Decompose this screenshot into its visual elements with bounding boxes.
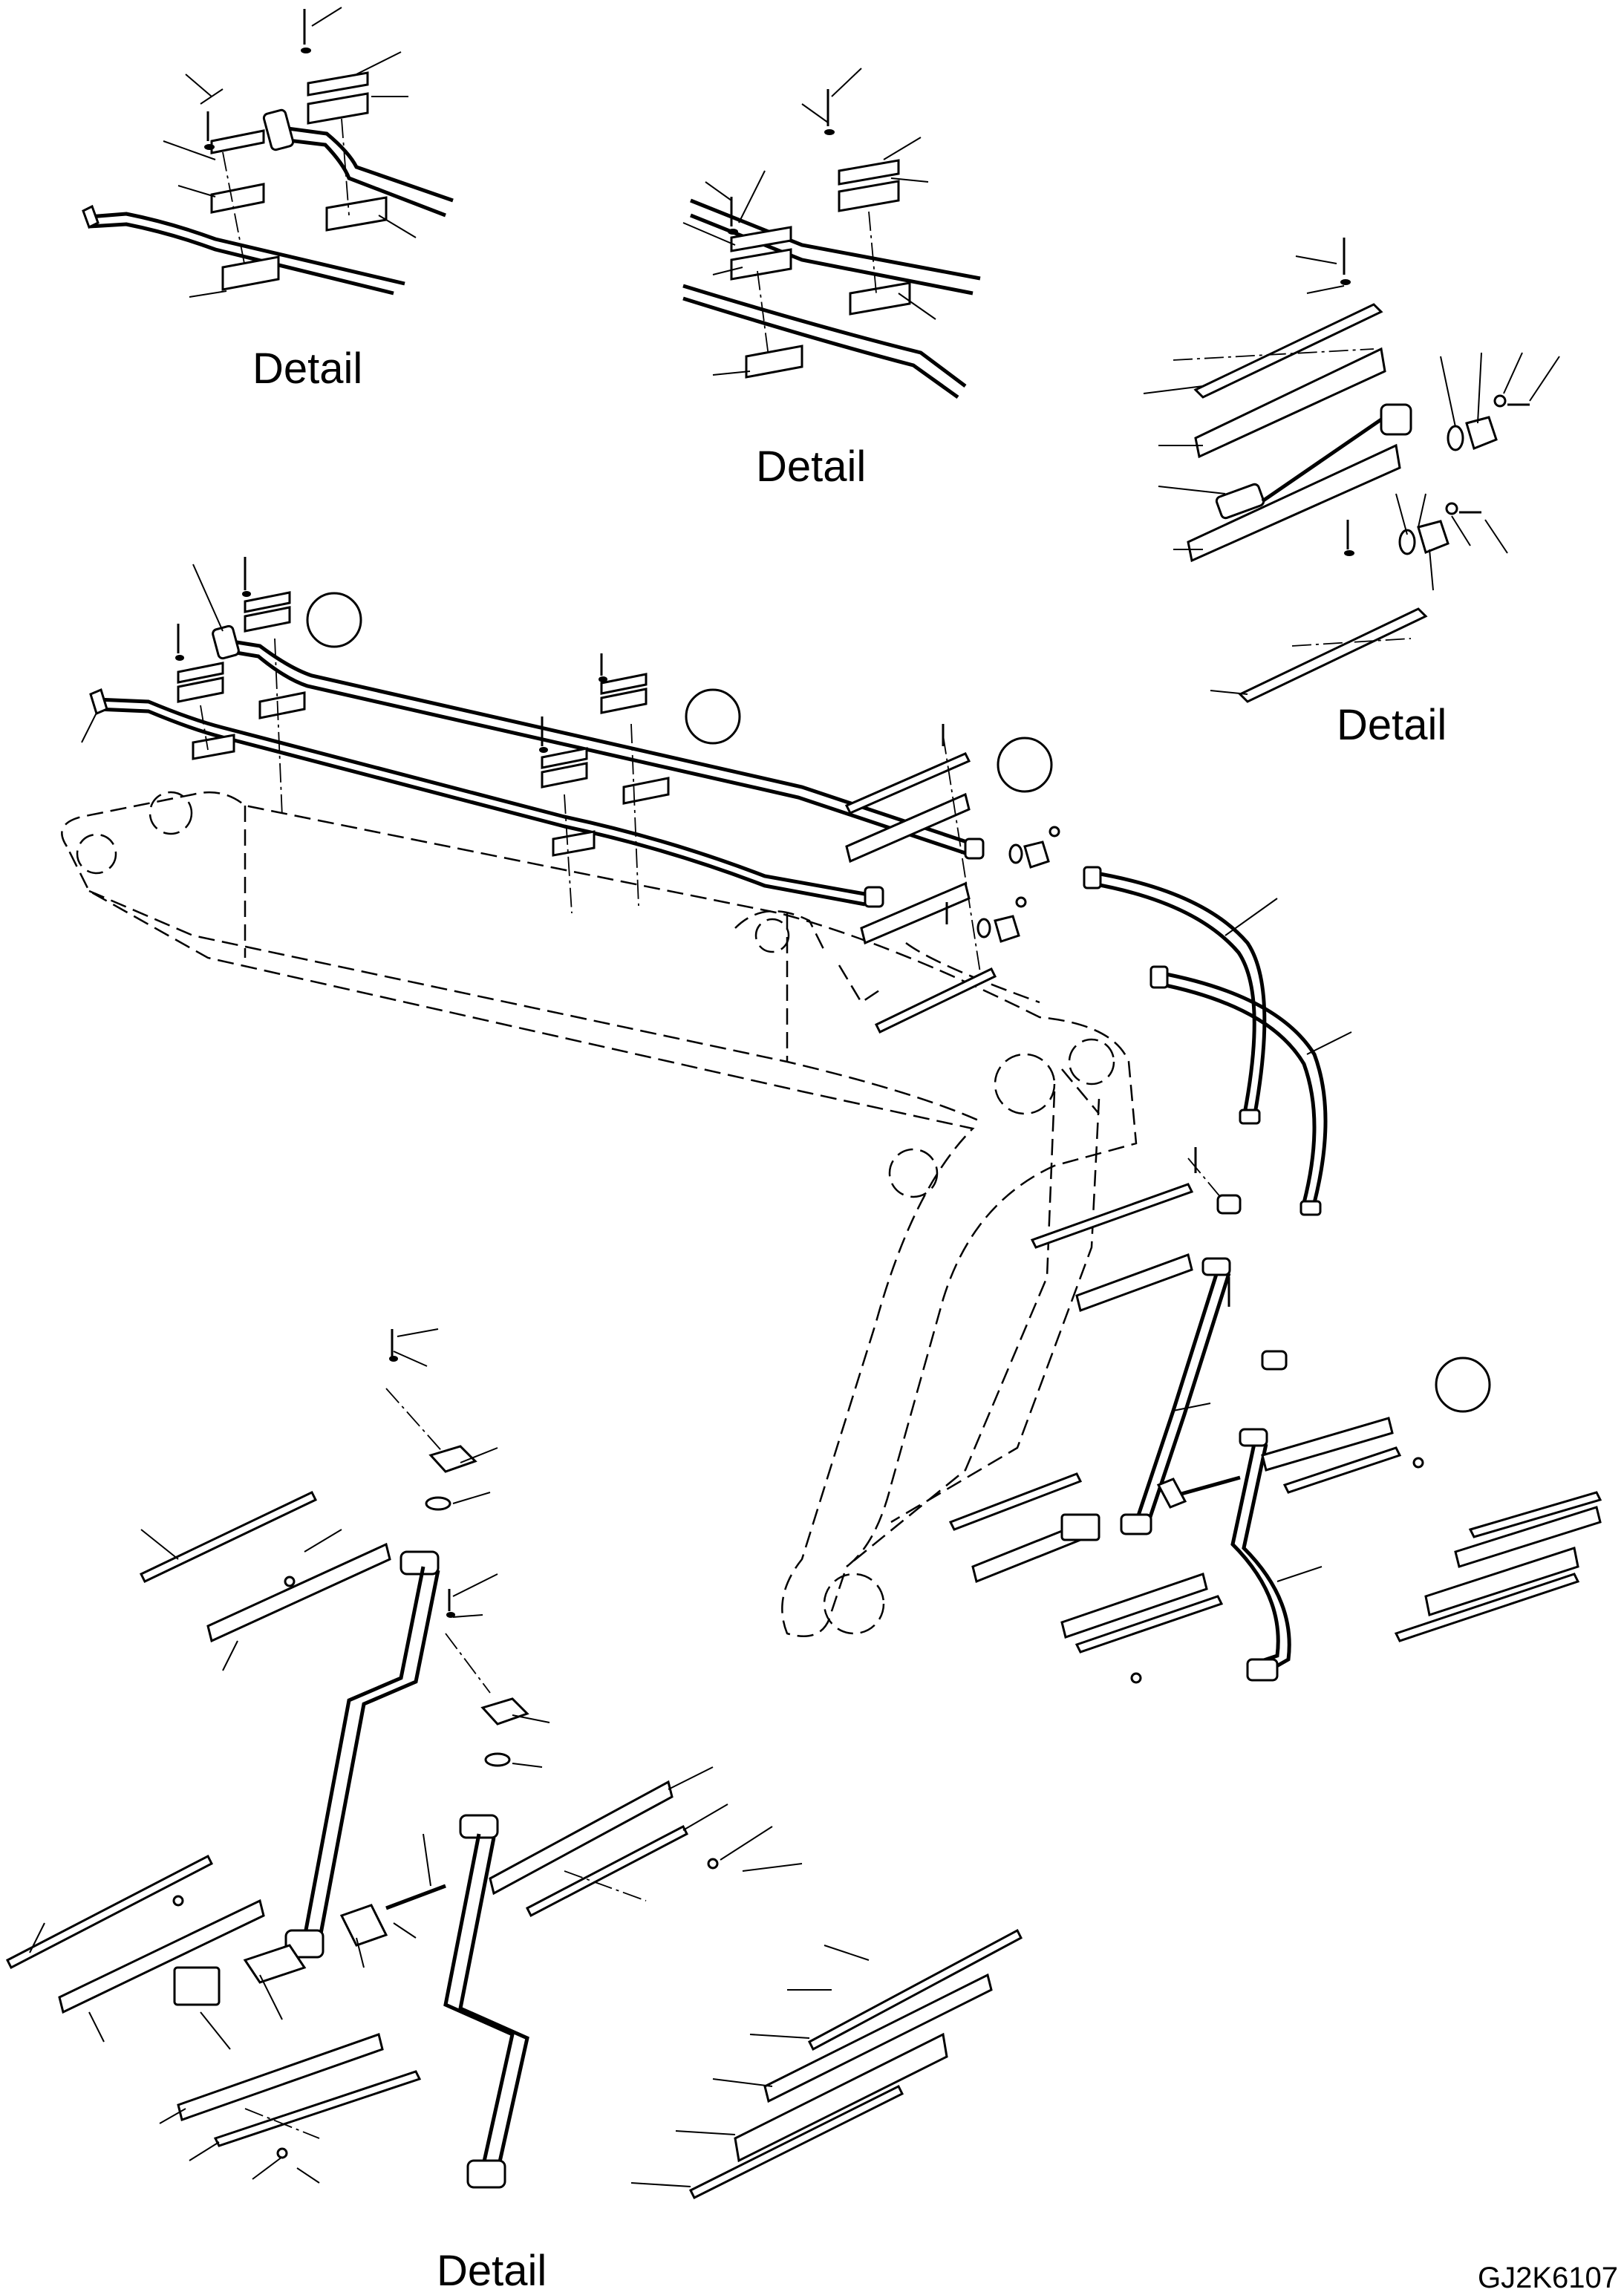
arm-tubes-drawing [948,1068,1602,1684]
detail-label-top-center: Detail [756,443,867,491]
detail-top-center-drawing [682,68,981,399]
main-boom-drawing [61,791,1138,1637]
drawing-code: GJ2K6107 [1478,2262,1619,2294]
detail-bottom-left-drawing [5,1328,1023,2200]
detail-label-bottom-left: Detail [437,2247,547,2295]
hoses-drawing [306,592,1491,1413]
detail-label-top-left: Detail [252,345,363,393]
main-tubes-drawing [81,557,1060,1034]
detail-top-right-drawing [1143,238,1560,703]
detail-label-top-right: Detail [1337,701,1447,749]
detail-top-left-drawing [82,7,454,298]
